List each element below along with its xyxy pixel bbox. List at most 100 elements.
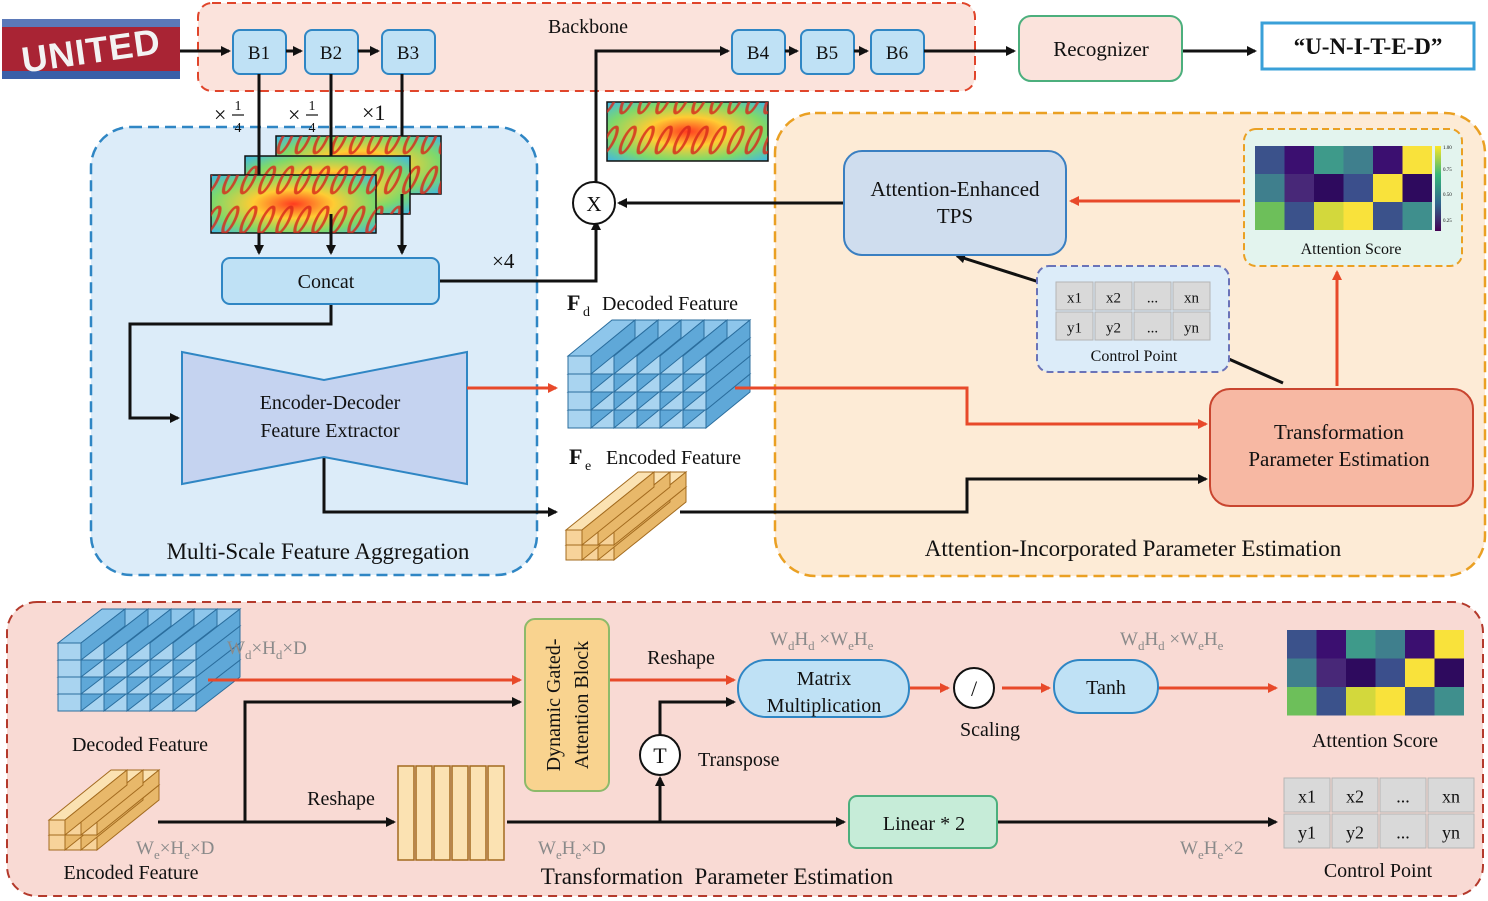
reshape-label-1: Reshape bbox=[307, 788, 375, 810]
bottom-title: Transformation Parameter Estimation bbox=[541, 864, 894, 889]
svg-text:T: T bbox=[653, 743, 667, 768]
svg-text:TPS: TPS bbox=[937, 204, 973, 228]
svg-text:...: ... bbox=[1147, 290, 1158, 306]
svg-text:x2: x2 bbox=[1106, 290, 1121, 306]
svg-text:WdHd ×WeHe: WdHd ×WeHe bbox=[770, 629, 874, 653]
recognizer-label: Recognizer bbox=[1053, 37, 1149, 61]
reshape-label-2: Reshape bbox=[647, 647, 715, 669]
svg-text:Parameter Estimation: Parameter Estimation bbox=[1248, 447, 1430, 471]
scale-label-2: × 1 4 bbox=[288, 99, 318, 136]
transformation-parameter-estimation: Transformation Parameter Estimation bbox=[1209, 388, 1474, 507]
feature-heatmap-top bbox=[606, 101, 769, 162]
transpose-node: T bbox=[639, 734, 681, 776]
svg-text:x1: x1 bbox=[1067, 290, 1082, 306]
encdec-line2: Feature Extractor bbox=[260, 420, 400, 442]
svg-text:We×He×D: We×He×D bbox=[136, 838, 214, 862]
svg-text:y1: y1 bbox=[1067, 320, 1082, 336]
bottom-decoded-label: Decoded Feature bbox=[72, 734, 208, 756]
attention-enhanced-tps: Attention-Enhanced TPS bbox=[843, 150, 1067, 256]
dynamic-gated-attention-block: Dynamic Gated- Attention Block bbox=[524, 618, 610, 792]
block-b3-label: B3 bbox=[397, 43, 419, 64]
scaling-node: / bbox=[953, 667, 995, 709]
backbone-block-b6: B6 bbox=[870, 29, 925, 75]
recognizer-box: Recognizer bbox=[1018, 15, 1183, 82]
svg-text:4: 4 bbox=[235, 121, 242, 136]
svg-text:y2: y2 bbox=[1346, 822, 1364, 842]
encdec-line1: Encoder-Decoder bbox=[260, 392, 401, 414]
backbone-title: Backbone bbox=[548, 16, 628, 38]
scaling-label: Scaling bbox=[960, 719, 1020, 741]
svg-text:0.50: 0.50 bbox=[1443, 193, 1452, 198]
block-b2-label: B2 bbox=[320, 43, 342, 64]
svg-text:Attention Block: Attention Block bbox=[571, 641, 593, 769]
backbone-block-b1: B1 bbox=[232, 29, 287, 75]
svg-text:Linear * 2: Linear * 2 bbox=[883, 813, 965, 835]
svg-text:d: d bbox=[583, 305, 590, 320]
dim-mm: WdHd ×WeHe bbox=[770, 629, 874, 653]
linear-x2-node: Linear * 2 bbox=[848, 795, 998, 849]
decoded-feature-label: F d Decoded Feature bbox=[567, 290, 738, 320]
aipe-title: Attention-Incorporated Parameter Estimat… bbox=[925, 536, 1342, 561]
svg-text:...: ... bbox=[1396, 822, 1410, 842]
svg-text:0.75: 0.75 bbox=[1443, 168, 1452, 173]
attention-heatmap-bottom bbox=[1287, 630, 1464, 716]
encoded-feature-label: F e Encoded Feature bbox=[569, 444, 741, 474]
control-point-label-top: Control Point bbox=[1091, 348, 1178, 365]
svg-text:Attention-Enhanced: Attention-Enhanced bbox=[870, 177, 1040, 201]
svg-text:Dynamic Gated-: Dynamic Gated- bbox=[543, 639, 565, 772]
encoder-decoder-extractor: Encoder-Decoder Feature Extractor bbox=[181, 350, 468, 486]
recognizer-output-text: “U-N-I-T-E-D” bbox=[1294, 34, 1443, 59]
dim-wehe-d: WeHe×D bbox=[538, 838, 606, 862]
dim-wd-hd-d: Wd×Hd×D bbox=[227, 638, 307, 662]
svg-text:Transformation: Transformation bbox=[1274, 420, 1404, 444]
concat-box: Concat bbox=[221, 257, 440, 305]
svg-text:xn: xn bbox=[1442, 786, 1460, 806]
svg-text:WeHe×2: WeHe×2 bbox=[1180, 838, 1243, 862]
svg-text:/: / bbox=[971, 676, 978, 701]
block-b6-label: B6 bbox=[886, 43, 908, 64]
bottom-decoded-tensor bbox=[56, 607, 242, 713]
svg-text:0.25: 0.25 bbox=[1443, 219, 1452, 224]
svg-text:y2: y2 bbox=[1106, 320, 1121, 336]
svg-text:WdHd ×WeHe: WdHd ×WeHe bbox=[1120, 629, 1224, 653]
bottom-encoded-tensor bbox=[47, 768, 161, 852]
svg-text:Encoded Feature: Encoded Feature bbox=[606, 447, 741, 469]
block-b1-label: B1 bbox=[248, 43, 270, 64]
reshaped-encoded-columns bbox=[397, 765, 505, 861]
svg-text:Tanh: Tanh bbox=[1086, 677, 1126, 699]
transpose-label: Transpose bbox=[698, 749, 780, 771]
backbone-block-b5: B5 bbox=[800, 29, 855, 75]
msfa-arrows bbox=[128, 74, 601, 517]
svg-text:F: F bbox=[569, 444, 582, 469]
backbone-arrows bbox=[180, 46, 1257, 183]
svg-text:Wd×Hd×D: Wd×Hd×D bbox=[227, 638, 307, 662]
dim-wehe-2: WeHe×2 bbox=[1180, 838, 1243, 862]
dim-we-he-d: We×He×D bbox=[136, 838, 214, 862]
scale-label-1: × 1 4 bbox=[214, 99, 244, 136]
msfa-title: Multi-Scale Feature Aggregation bbox=[167, 539, 470, 564]
backbone-block-b4: B4 bbox=[731, 29, 786, 75]
attention-score-panel: 1.00 0.75 0.50 0.25 Attention Score bbox=[1243, 128, 1463, 267]
svg-text:1.00: 1.00 bbox=[1443, 146, 1452, 151]
svg-text:yn: yn bbox=[1442, 822, 1460, 842]
attention-heatmap-top bbox=[1255, 146, 1432, 230]
svg-text:WeHe×D: WeHe×D bbox=[538, 838, 606, 862]
svg-text:4: 4 bbox=[309, 121, 316, 136]
recognizer-output: “U-N-I-T-E-D” bbox=[1260, 21, 1476, 71]
backbone-block-b3: B3 bbox=[381, 29, 436, 75]
bottom-encoded-label: Encoded Feature bbox=[64, 862, 199, 884]
svg-text:×: × bbox=[288, 102, 300, 127]
block-b4-label: B4 bbox=[747, 43, 770, 64]
svg-text:x2: x2 bbox=[1346, 786, 1364, 806]
svg-text:Multiplication: Multiplication bbox=[767, 695, 881, 717]
times4-label: ×4 bbox=[492, 249, 515, 273]
svg-text:Matrix: Matrix bbox=[797, 668, 851, 690]
svg-text:x1: x1 bbox=[1298, 786, 1316, 806]
control-point-label-bottom: Control Point bbox=[1324, 860, 1433, 882]
svg-text:...: ... bbox=[1147, 320, 1158, 336]
svg-text:1: 1 bbox=[235, 99, 242, 114]
multiply-node: X bbox=[572, 181, 616, 225]
